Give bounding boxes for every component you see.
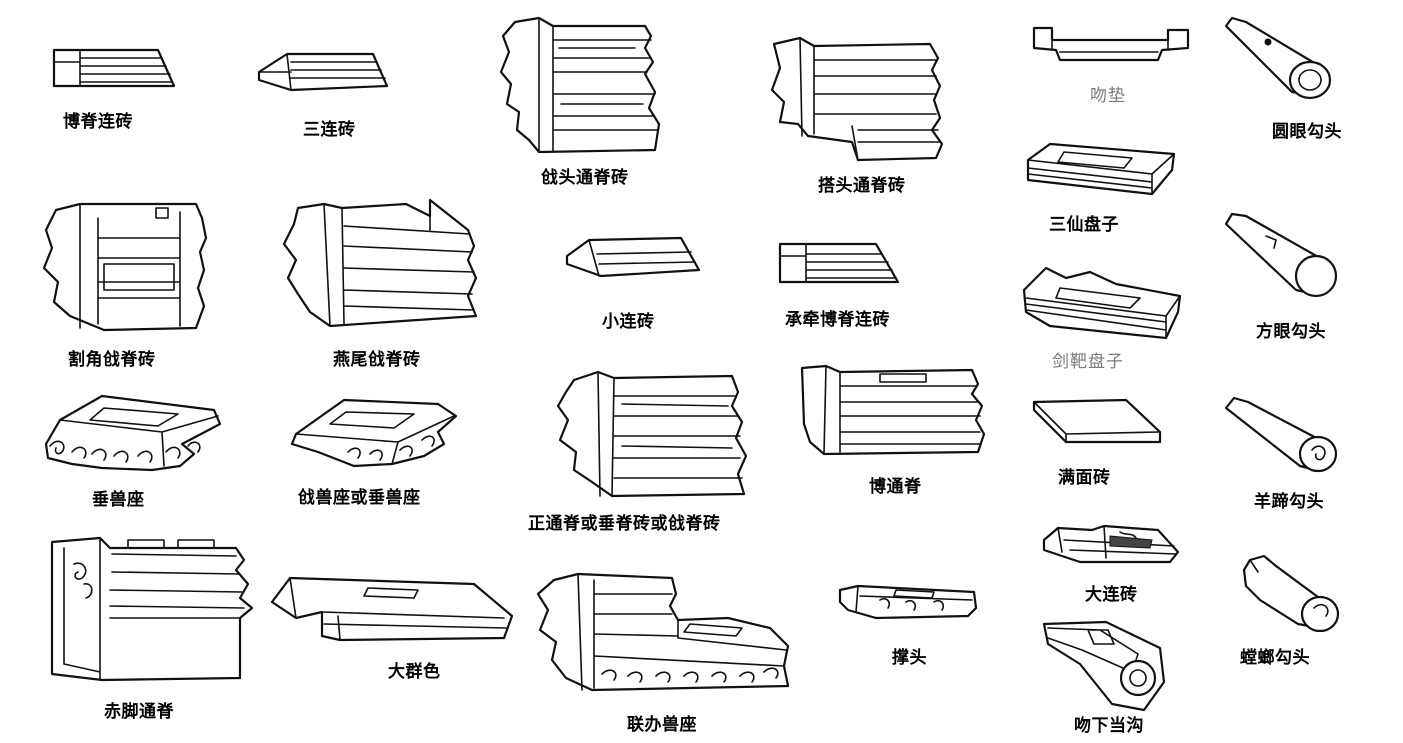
da-lianzhuan-drawing [1040,522,1182,566]
jianshouzuo-figure [288,392,460,472]
chijiao-tongji-figure [44,534,256,684]
datou-tongjizhuan-drawing [768,30,950,162]
wenxia-danggou-label: 吻下当沟 [1074,716,1144,736]
boji-lianzhuan-label: 博脊连砖 [63,112,133,132]
san-lianzhuan-label: 三连砖 [303,120,356,140]
yuanyan-goutou-label: 圆眼勾头 [1272,122,1342,142]
chijiao-tongji-label: 赤脚通脊 [104,702,174,722]
chuishouzuo-drawing [42,390,222,474]
chengtou-label: 撑头 [892,648,927,668]
gejiao-jianjizhuan-figure [40,198,212,334]
san-lianzhuan-drawing [255,50,393,96]
da-lianzhuan-figure [1040,522,1182,566]
zhengtongji-figure [552,366,750,502]
yangti-goutou-label: 羊蹄勾头 [1254,492,1324,512]
mingdian-drawing [1030,22,1194,66]
chengqian-boji-lianzhuan-figure [776,240,902,288]
xiao-lianzhuan-drawing [563,234,703,282]
jianshouzuo-drawing [288,392,460,472]
da-lianzhuan-label: 大连砖 [1085,585,1138,605]
da-qunse-figure [268,572,516,646]
mingdian-label: 吻垫 [1090,86,1126,106]
tanglang-goutou-drawing [1236,552,1344,634]
lianban-shouzuo-label: 联办兽座 [627,715,697,735]
jiantou-tongjizhuan-figure [495,12,665,154]
fangyan-goutou-drawing [1222,210,1342,300]
xiao-lianzhuan-figure [563,234,703,282]
sanxian-panzi-label: 三仙盘子 [1049,215,1119,235]
botongji-figure [796,362,992,458]
yanwei-jianjizhuan-drawing [280,196,480,330]
botongji-drawing [796,362,992,458]
jianjiao-panzi-drawing [1020,262,1186,342]
chuishouzuo-label: 垂兽座 [92,490,145,510]
yangti-goutou-drawing [1222,394,1342,476]
jiantou-tongjizhuan-drawing [495,12,665,154]
yuanyan-goutou-drawing [1222,14,1338,102]
datou-tongjizhuan-figure [768,30,950,162]
yuanyan-goutou-figure [1222,14,1338,102]
wenxia-danggou-figure [1040,620,1170,714]
manmianzhuan-label: 满面砖 [1058,468,1111,488]
yanwei-jianjizhuan-figure [280,196,480,330]
zhengtongji-drawing [552,366,750,502]
zhengtongji-label: 正通脊或垂脊砖或戗脊砖 [528,514,721,534]
boji-lianzhuan-drawing [50,42,180,94]
chengqian-boji-lianzhuan-drawing [776,240,902,288]
tanglang-goutou-figure [1236,552,1344,634]
fangyan-goutou-label: 方眼勾头 [1256,322,1326,342]
jiantou-tongjizhuan-label: 戗头通脊砖 [541,168,629,188]
jianshouzuo-label: 戗兽座或垂兽座 [298,488,421,508]
san-lianzhuan-figure [255,50,393,96]
manmianzhuan-drawing [1030,396,1166,446]
chengtou-drawing [836,582,980,622]
boji-lianzhuan-figure [50,42,180,94]
da-qunse-label: 大群色 [388,662,441,682]
lianban-shouzuo-figure [532,570,794,694]
sanxian-panzi-drawing [1024,140,1180,198]
sanxian-panzi-figure [1024,140,1180,198]
jianjiao-panzi-label: 剑靶盘子 [1052,352,1124,372]
gejiao-jianjizhuan-label: 割角戗脊砖 [68,350,156,370]
datou-tongjizhuan-label: 搭头通脊砖 [818,176,906,196]
da-qunse-drawing [268,572,516,646]
botongji-label: 博通脊 [869,477,922,497]
fangyan-goutou-figure [1222,210,1342,300]
mingdian-figure [1030,22,1194,66]
tanglang-goutou-label: 螳螂勾头 [1240,648,1310,668]
jianjiao-panzi-figure [1020,262,1186,342]
yanwei-jianjizhuan-label: 燕尾戗脊砖 [333,350,421,370]
gejiao-jianjizhuan-drawing [40,198,212,334]
yangti-goutou-figure [1222,394,1342,476]
chijiao-tongji-drawing [44,534,256,684]
chengtou-figure [836,582,980,622]
manmianzhuan-figure [1030,396,1166,446]
lianban-shouzuo-drawing [532,570,794,694]
xiao-lianzhuan-label: 小连砖 [602,312,655,332]
chuishouzuo-figure [42,390,222,474]
wenxia-danggou-drawing [1040,620,1170,714]
chengqian-boji-lianzhuan-label: 承牵博脊连砖 [785,310,890,330]
